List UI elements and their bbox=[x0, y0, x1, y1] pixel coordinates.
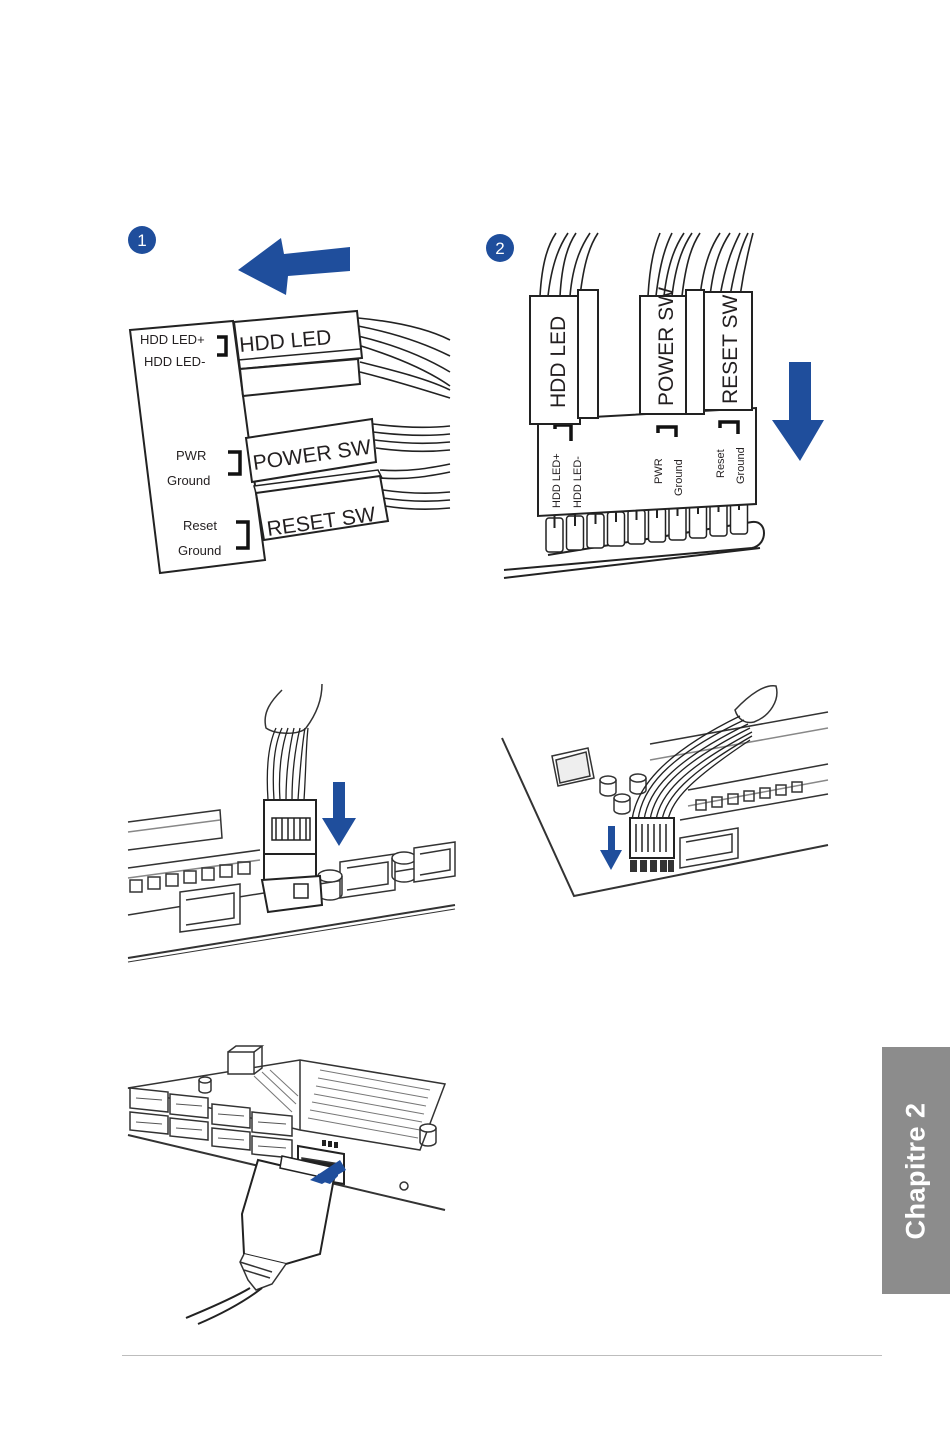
step2-pin-pwr-ground: Ground bbox=[673, 459, 685, 496]
step2-pin-reset-ground: Ground bbox=[735, 447, 747, 484]
step2-figure: 2 HDD LED+ HDD LED- bbox=[486, 233, 824, 578]
step3-figure bbox=[128, 684, 455, 962]
footer-rule bbox=[122, 1355, 882, 1356]
step2-arrow-down-icon bbox=[772, 362, 824, 461]
step1-pin-reset-ground: Ground bbox=[178, 543, 221, 558]
step1-pin-pwr-ground: Ground bbox=[167, 473, 210, 488]
step2-pin-hdd-minus: HDD LED- bbox=[572, 456, 584, 508]
step1-pin-hdd-minus: HDD LED- bbox=[144, 354, 205, 369]
chapter-tab: Chapitre 2 bbox=[882, 1047, 950, 1294]
step1-pin-reset: Reset bbox=[183, 518, 217, 533]
step4-arrow-down-icon bbox=[600, 826, 622, 870]
step2-number: 2 bbox=[495, 239, 504, 258]
step2-pin-pwr: PWR bbox=[653, 458, 665, 484]
step5-figure bbox=[128, 1046, 445, 1324]
step4-figure bbox=[502, 686, 828, 896]
step2-power-label: POWER SW bbox=[655, 287, 678, 406]
step1-pin-pwr: PWR bbox=[176, 448, 206, 463]
step2-wires bbox=[540, 233, 753, 296]
step1-figure: 1 HDD LED+ HDD LED- PWR Ground Reset Gro… bbox=[128, 226, 450, 573]
step1-arrow-left-icon bbox=[238, 238, 350, 295]
step2-pin-reset: Reset bbox=[715, 449, 727, 478]
step3-arrow-down-icon bbox=[322, 782, 356, 846]
step1-pin-hdd-plus: HDD LED+ bbox=[140, 332, 205, 347]
step1-number: 1 bbox=[137, 231, 146, 250]
chapter-label: Chapitre 2 bbox=[901, 1102, 932, 1239]
step2-pin-hdd-plus: HDD LED+ bbox=[551, 453, 563, 508]
step2-reset-label: RESET SW bbox=[719, 295, 742, 404]
step2-hdd-label: HDD LED bbox=[547, 316, 570, 408]
